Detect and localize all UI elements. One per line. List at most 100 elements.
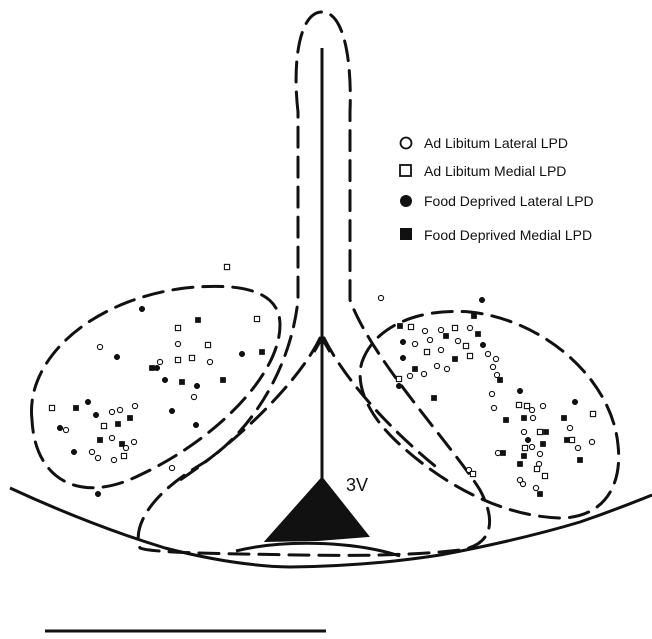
- ad-lib-lateral-marker: [169, 465, 174, 470]
- ad-lib-lateral-marker: [575, 445, 580, 450]
- ad-lib-lateral-marker: [567, 425, 572, 430]
- ad-lib-lateral-marker: [529, 407, 534, 412]
- food-dep-lateral-marker: [400, 339, 406, 345]
- ad-lib-medial-marker: [224, 264, 229, 269]
- ad-lib-lateral-marker: [111, 457, 116, 462]
- ad-lib-medial-marker: [590, 411, 595, 416]
- food-dep-lateral-marker: [154, 365, 160, 371]
- ad-lib-medial-marker: [524, 403, 529, 408]
- ad-lib-medial-marker: [452, 325, 457, 330]
- ad-lib-medial-marker: [537, 429, 542, 434]
- food-dep-medial-marker: [179, 379, 184, 384]
- food-dep-medial-marker: [127, 415, 132, 420]
- ad-lib-medial-marker: [175, 357, 180, 362]
- ad-lib-lateral-marker: [157, 359, 162, 364]
- ad-lib-lateral-marker: [493, 356, 498, 361]
- ad-lib-lateral-marker: [378, 295, 383, 300]
- ad-lib-medial-marker: [522, 445, 527, 450]
- left-nucleus-outline: [31, 286, 280, 487]
- ad-lib-lateral-marker: [422, 328, 427, 333]
- food-dep-medial-marker: [537, 491, 542, 496]
- legend-food-dep-medial: Food Deprived Medial LPD: [424, 227, 592, 243]
- ad-lib-lateral-marker: [131, 439, 136, 444]
- open-square-icon: [400, 165, 411, 176]
- food-dep-lateral-marker: [193, 422, 199, 428]
- food-dep-lateral-marker: [194, 383, 200, 389]
- right-nucleus-outline: [360, 311, 619, 518]
- food-dep-medial-marker: [115, 421, 120, 426]
- ad-lib-medial-marker: [516, 402, 521, 407]
- ad-lib-medial-marker: [189, 355, 194, 360]
- ad-lib-lateral-marker: [421, 371, 426, 376]
- food-dep-medial-marker: [452, 356, 457, 361]
- ad-lib-lateral-marker: [95, 455, 100, 460]
- legend-ad-lib-lateral: Ad Libitum Lateral LPD: [424, 135, 568, 151]
- food-dep-medial-marker: [259, 349, 264, 354]
- ad-lib-medial-marker: [542, 473, 547, 478]
- ad-lib-medial-marker: [49, 405, 54, 410]
- ad-lib-lateral-marker: [490, 364, 495, 369]
- ad-lib-lateral-marker: [536, 461, 541, 466]
- food-dep-lateral-marker: [85, 399, 91, 405]
- ad-lib-lateral-marker: [540, 403, 545, 408]
- legend: Ad Libitum Lateral LPD Ad Libitum Medial…: [400, 135, 594, 243]
- food-dep-medial-marker: [521, 453, 526, 458]
- filled-square-icon: [400, 228, 412, 240]
- ad-lib-lateral-marker: [485, 351, 490, 356]
- ad-lib-medial-marker: [467, 353, 472, 358]
- ad-lib-medial-marker: [534, 466, 539, 471]
- food-dep-lateral-marker: [517, 388, 523, 394]
- food-dep-medial-marker: [564, 437, 569, 442]
- food-dep-lateral-marker: [480, 342, 486, 348]
- ad-lib-lateral-marker: [132, 403, 137, 408]
- food-dep-medial-marker: [471, 313, 476, 318]
- ad-lib-lateral-marker: [97, 344, 102, 349]
- food-dep-lateral-marker: [95, 491, 101, 497]
- food-dep-lateral-marker: [400, 355, 406, 361]
- ad-lib-lateral-marker: [521, 429, 526, 434]
- filled-circle-icon: [400, 195, 412, 207]
- food-dep-medial-marker: [497, 377, 502, 382]
- food-dep-medial-marker: [149, 365, 154, 370]
- ad-lib-medial-marker: [569, 437, 574, 442]
- ad-lib-lateral-marker: [207, 359, 212, 364]
- food-dep-medial-marker: [561, 415, 566, 420]
- ad-lib-medial-marker: [205, 342, 210, 347]
- food-dep-medial-marker: [397, 323, 402, 328]
- food-dep-medial-marker: [521, 415, 526, 420]
- ventricle-label: 3V: [346, 475, 368, 495]
- ad-lib-medial-marker: [101, 423, 106, 428]
- ad-lib-lateral-marker: [491, 405, 496, 410]
- ad-lib-lateral-marker: [109, 409, 114, 414]
- ad-lib-lateral-marker: [494, 372, 499, 377]
- food-dep-lateral-marker: [57, 425, 63, 431]
- food-dep-lateral-marker: [139, 306, 145, 312]
- food-dep-medial-marker: [543, 429, 548, 434]
- food-dep-lateral-marker: [162, 377, 168, 383]
- ad-lib-lateral-marker: [533, 485, 538, 490]
- ad-lib-lateral-marker: [495, 450, 500, 455]
- food-dep-medial-marker: [97, 437, 102, 442]
- ad-lib-lateral-marker: [434, 363, 439, 368]
- food-dep-medial-marker: [500, 450, 505, 455]
- ad-lib-medial-marker: [254, 316, 259, 321]
- food-dep-medial-marker: [577, 457, 582, 462]
- food-dep-lateral-marker: [479, 297, 485, 303]
- food-dep-medial-marker: [540, 441, 545, 446]
- ad-lib-lateral-marker: [438, 347, 443, 352]
- ad-lib-medial-marker: [175, 325, 180, 330]
- food-dep-lateral-marker: [169, 408, 175, 414]
- inner-left-boundary: [180, 338, 320, 480]
- ad-lib-lateral-marker: [537, 451, 542, 456]
- ad-lib-lateral-marker: [407, 373, 412, 378]
- ad-lib-lateral-marker: [412, 341, 417, 346]
- ad-lib-medial-marker: [396, 376, 401, 381]
- legend-ad-lib-medial: Ad Libitum Medial LPD: [424, 163, 566, 179]
- ad-lib-medial-marker: [121, 453, 126, 458]
- ad-lib-medial-marker: [463, 343, 468, 348]
- ad-lib-lateral-marker: [467, 325, 472, 330]
- ad-lib-lateral-marker: [117, 407, 122, 412]
- food-dep-lateral-marker: [114, 354, 120, 360]
- inner-right-boundary: [324, 338, 440, 470]
- food-dep-medial-marker: [195, 317, 200, 322]
